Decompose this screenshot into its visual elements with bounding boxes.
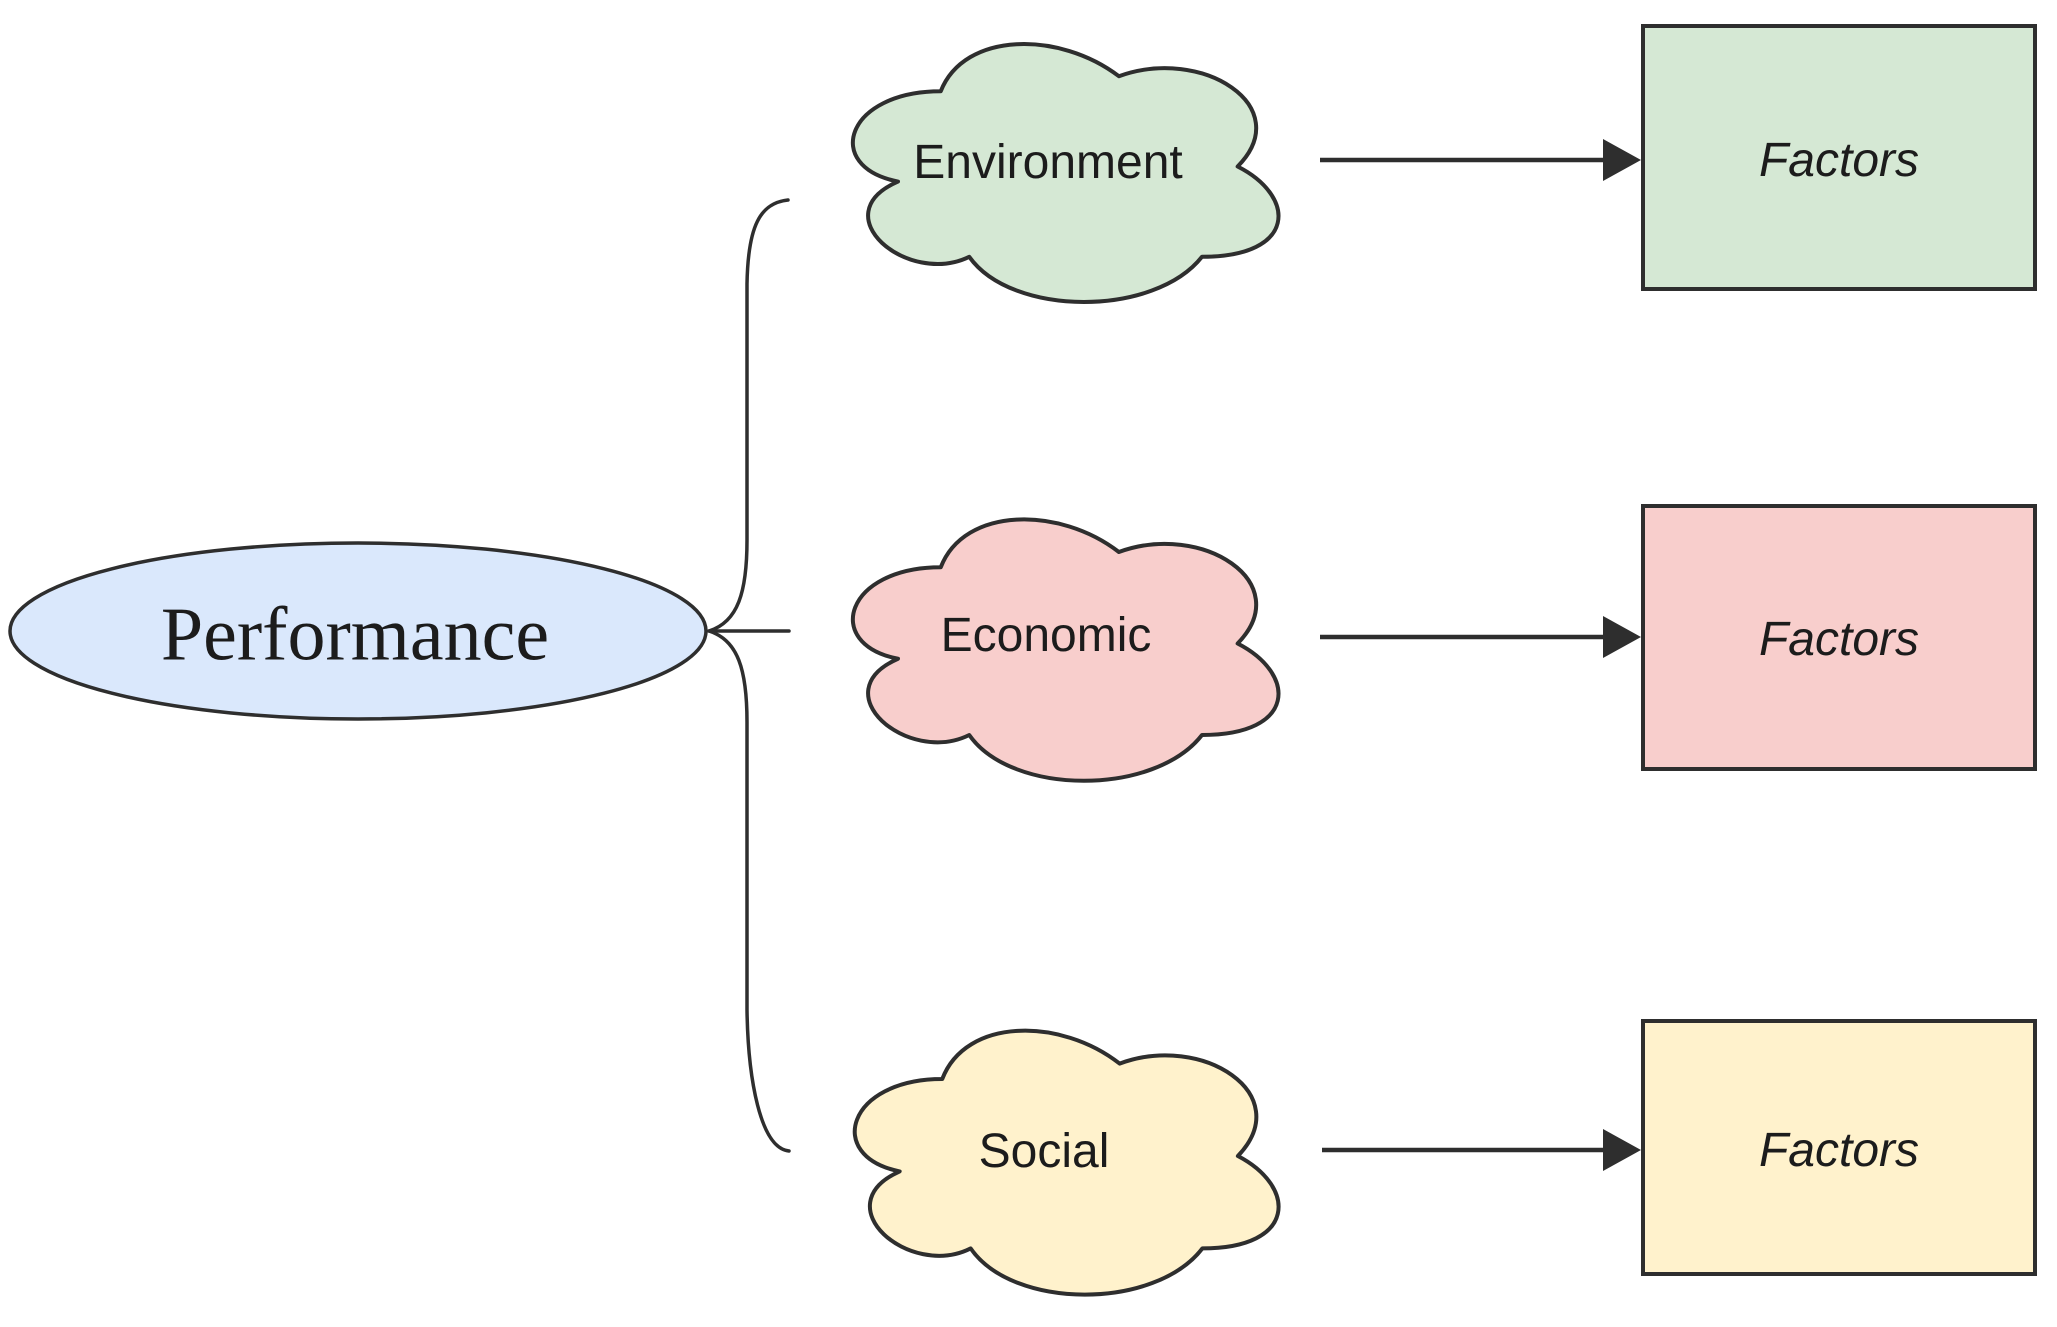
social-arrowhead-icon [1603, 1129, 1641, 1171]
economic-factors-label: Factors [1759, 613, 1919, 666]
branch-social: Social Factors [855, 1021, 2035, 1295]
branch-economic: Economic Factors [853, 506, 2035, 781]
environment-arrowhead-icon [1603, 139, 1641, 181]
social-cloud [855, 1031, 1279, 1295]
environment-factors-label: Factors [1759, 134, 1919, 187]
economic-factors-box [1641, 504, 2037, 771]
environment-label: Environment [913, 136, 1182, 189]
performance-label: Performance [161, 593, 549, 677]
economic-cloud [853, 519, 1279, 780]
economic-arrowhead-icon [1603, 616, 1641, 658]
economic-label: Economic [941, 609, 1152, 662]
performance-ellipse [8, 541, 708, 721]
environment-cloud [853, 44, 1279, 302]
performance-node: Performance [8, 541, 708, 721]
environment-factors-box [1641, 24, 2037, 291]
social-factors-label: Factors [1759, 1124, 1919, 1177]
social-label: Social [979, 1125, 1110, 1178]
branch-environment: Environment Factors [853, 26, 2035, 302]
brace-connector [703, 198, 791, 1153]
social-factors-box [1641, 1019, 2037, 1276]
